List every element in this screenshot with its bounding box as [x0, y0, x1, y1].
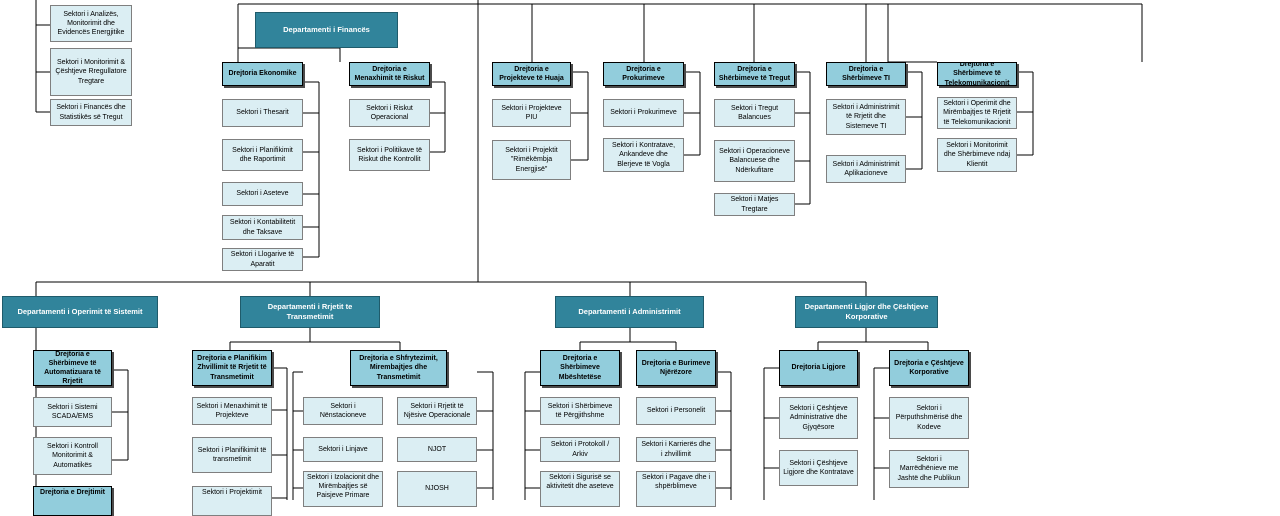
- sector-insulation-maintenance: Sektori i Izolacionit dhe Mirëmbajtjes s…: [303, 471, 383, 507]
- sector-trade-metering: Sektori i Matjes Tregtare: [714, 193, 795, 216]
- sector-scada-ems: Sektori i Sistemi SCADA/EMS: [33, 397, 112, 427]
- sector-assets: Sektori i Aseteve: [222, 182, 303, 206]
- sector-general-services: Sektori i Shërbimeve të Përgjithshme: [540, 397, 620, 425]
- sector-operational-risk: Sektori i Riskut Operacional: [349, 99, 430, 127]
- sector-external-public-relations: Sektori i Marrëdhënieve me Jashtë dhe Pu…: [889, 450, 969, 488]
- directorate-market-services: Drejtoria e Shërbimeve të Tregut: [714, 62, 795, 86]
- sector-project-management: Sektori i Menaxhimit të Projekteve: [192, 397, 272, 425]
- sector-telecom-operation: Sektori i Operimit dhe Mirëmbajtjes të R…: [937, 97, 1017, 129]
- directorate-automated-network: Drejtoria e Shërbimeve të Automatizuara …: [33, 350, 112, 386]
- sector-balancing-operations: Sektori i Operacioneve Balancuese dhe Nd…: [714, 140, 795, 182]
- sector-substations: Sektori i Nënstacioneve: [303, 397, 383, 425]
- sector-applications-admin: Sektori i Administrimit Aplikacioneve: [826, 155, 906, 183]
- sector-procurement: Sektori i Prokurimeve: [603, 99, 684, 127]
- sector-career-development: Sektori i Karrierës dhe i zhvillimit: [636, 437, 716, 462]
- sector-market-finance: Sektori i Financës dhe Statistikës së Tr…: [50, 99, 132, 126]
- directorate-economic: Drejtoria Ekonomike: [222, 62, 303, 86]
- sector-energy-analysis: Sektori i Analizës, Monitorimit dhe Evid…: [50, 5, 132, 42]
- sector-legal-contracts: Sektori i Çështjeve Ligjore dhe Kontrata…: [779, 450, 858, 486]
- directorate-corporate-affairs: Drejtoria e Çështjeve Korporative: [889, 350, 969, 386]
- sector-security-assets: Sektori i Sigurisë se aktivitetit dhe as…: [540, 471, 620, 507]
- directorate-it-services: Drejtoria e Shërbimeve TI: [826, 62, 906, 86]
- sector-risk-policy: Sektori i Politikave të Riskut dhe Kontr…: [349, 139, 430, 171]
- directorate-legal: Drejtoria Ligjore: [779, 350, 858, 386]
- sector-balancing-market: Sektori i Tregut Balancues: [714, 99, 795, 127]
- directorate-support-services: Drejtoria e Shërbimeve Mbështetëse: [540, 350, 620, 386]
- sector-treasury: Sektori i Thesarit: [222, 99, 303, 127]
- department-transmission-network: Departamenti i Rrjetit te Transmetimit: [240, 296, 380, 328]
- sector-client-monitoring: Sektori i Monitorimit dhe Shërbimeve nda…: [937, 138, 1017, 172]
- sector-planning-reporting: Sektori i Planifikimit dhe Raportimit: [222, 139, 303, 171]
- directorate-foreign-projects: Drejtoria e Projekteve të Huaja: [492, 62, 571, 86]
- sector-market-monitoring: Sektori i Monitorimit & Çështjeve Rregul…: [50, 48, 132, 96]
- directorate-dispatch: Drejtoria e Drejtimit: [33, 486, 112, 516]
- unit-njot: NJOT: [397, 437, 477, 462]
- sector-control-monitoring: Sektori i Kontroll Monitorimit & Automat…: [33, 437, 112, 475]
- department-legal-corporate: Departamenti Ligjor dhe Çështjeve Korpor…: [795, 296, 938, 328]
- sector-network-systems-admin: Sektori i Administrimit të Rrjetit dhe S…: [826, 99, 906, 135]
- directorate-telecom-services: Drejtoria e Shërbimeve të Telekomunikaci…: [937, 62, 1017, 86]
- sector-compliance-codes: Sektori i Përputhshmërisë dhe Kodeve: [889, 397, 969, 439]
- sector-accounting-taxes: Sektori i Kontabilitetit dhe Taksave: [222, 215, 303, 240]
- sector-transmission-planning: Sektori i Planifikimit të transmetimit: [192, 437, 272, 473]
- sector-administrative-judicial: Sektori i Çështjeve Administrative dhe G…: [779, 397, 858, 439]
- sector-payroll-rewards: Sektori i Pagave dhe i shpërblimeve: [636, 471, 716, 507]
- directorate-network-planning: Drejtoria e Planifikim Zhvillimit të Rrj…: [192, 350, 272, 386]
- directorate-risk: Drejtoria e Menaxhimit të Riskut: [349, 62, 430, 86]
- directorate-exploitation-maintenance: Drejtoria e Shfrytezimit, Mirembajtjes d…: [350, 350, 447, 386]
- directorate-procurement: Drejtoria e Prokurimeve: [603, 62, 684, 86]
- sector-operational-units-network: Sektori i Rrjetit të Njësive Operacional…: [397, 397, 477, 425]
- department-administration: Departamenti i Administrimit: [555, 296, 704, 328]
- sector-protocol-archive: Sektori i Protokoll / Arkiv: [540, 437, 620, 462]
- sector-energy-recovery: Sektori i Projektit "Rimëkëmbja Energjis…: [492, 140, 571, 180]
- connector-lines: [35, 0, 1143, 500]
- directorate-human-resources: Drejtoria e Burimeve Njërëzore: [636, 350, 716, 386]
- unit-njosh: NJOSH: [397, 471, 477, 507]
- sector-contracts-auctions: Sektori i Kontratave, Ankandeve dhe Bler…: [603, 138, 684, 172]
- sector-personnel: Sektori i Personelit: [636, 397, 716, 425]
- department-system-operation: Departamenti i Operimit të Sistemit: [2, 296, 158, 328]
- sector-piu-projects: Sektori i Projekteve PIU: [492, 99, 571, 127]
- sector-lines: Sektori i Linjave: [303, 437, 383, 462]
- sector-apparatus-accounts: Sektori i Llogarive të Aparatit: [222, 248, 303, 271]
- department-finance: Departamenti i Financës: [255, 12, 398, 48]
- sector-design: Sektori i Projektimit: [192, 486, 272, 516]
